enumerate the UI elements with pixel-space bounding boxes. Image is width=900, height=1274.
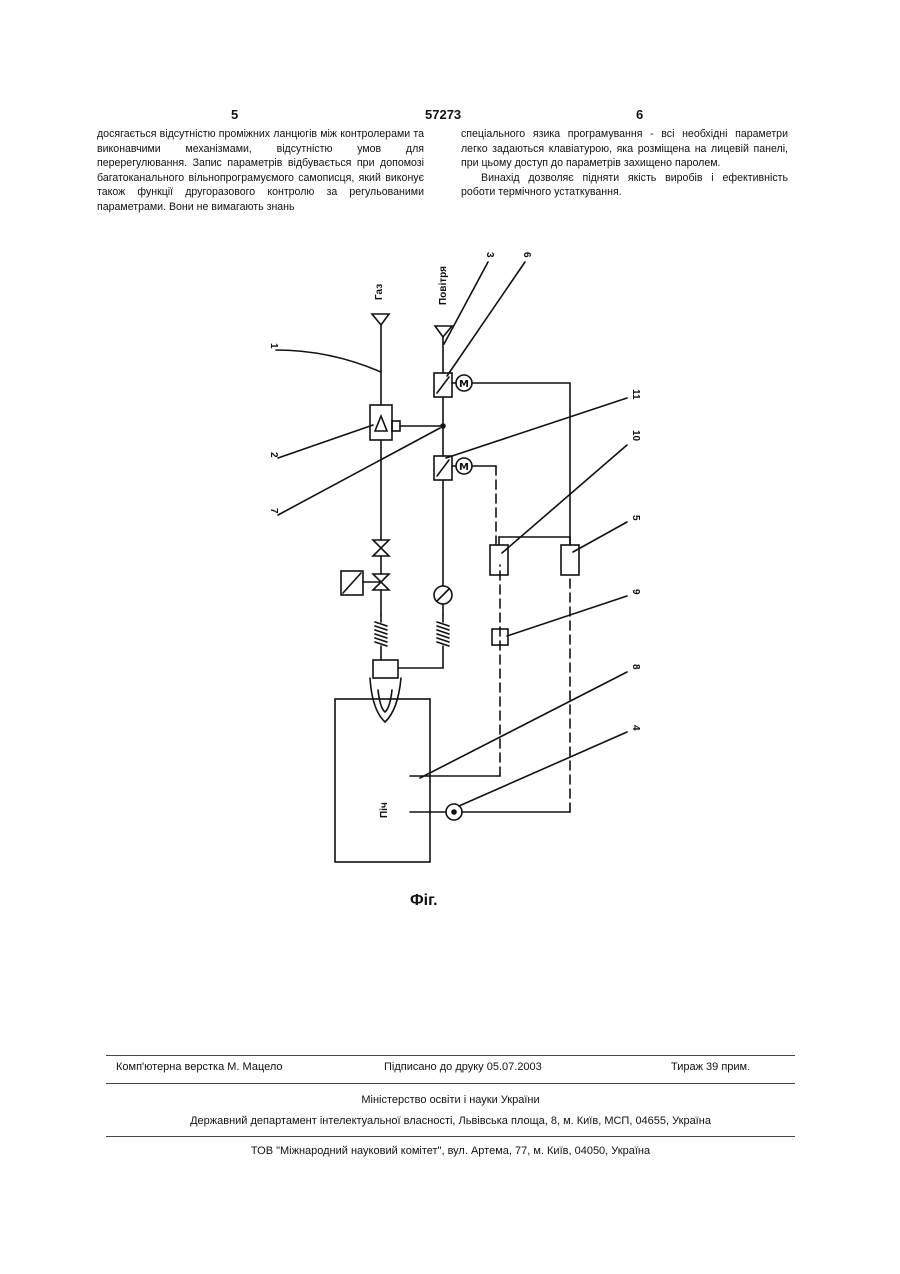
motor-1-letter: M bbox=[459, 379, 469, 390]
leader-5 bbox=[573, 522, 627, 552]
gas-regulator-box bbox=[370, 405, 392, 440]
schematic-diagram: M M Газ Повітря Піч 1 2 3 4 5 6 7 8 9 10… bbox=[0, 245, 900, 875]
imprint-rule-bottom bbox=[106, 1136, 795, 1137]
left-column: досягається відсутністю проміжних ланцюг… bbox=[97, 127, 424, 215]
ref-number-5: 5 bbox=[630, 515, 641, 521]
figure-caption: Фіг. bbox=[410, 892, 438, 910]
motor-2-letter: M bbox=[459, 462, 469, 473]
ref-number-11: 11 bbox=[630, 389, 641, 400]
ref-number-10: 10 bbox=[630, 430, 641, 442]
furnace-label: Піч bbox=[379, 802, 390, 818]
left-paragraph: досягається відсутністю проміжних ланцюг… bbox=[97, 127, 424, 215]
gas-label: Газ bbox=[374, 284, 385, 300]
page-number-left: 5 bbox=[231, 107, 238, 122]
flow-meter-diagonal bbox=[437, 589, 449, 601]
ref-number-2: 2 bbox=[268, 452, 279, 458]
burner-flame-inner bbox=[378, 690, 392, 712]
ref-number-7: 7 bbox=[268, 508, 279, 514]
leader-3 bbox=[444, 262, 488, 344]
ref-number-4: 4 bbox=[630, 725, 641, 731]
ref-number-3: 3 bbox=[484, 252, 495, 258]
leader-11 bbox=[446, 398, 627, 458]
imprint-ministry: Міністерство освіти і науки України bbox=[106, 1094, 795, 1106]
leader-4 bbox=[459, 732, 627, 806]
regulator-side-port bbox=[392, 421, 400, 431]
right-column: спеціального язика програмування - всі н… bbox=[461, 127, 788, 200]
sensor-4-dot bbox=[452, 810, 456, 814]
imprint-rule-middle bbox=[106, 1083, 795, 1084]
gas-valve-1 bbox=[373, 540, 389, 556]
ref-number-9: 9 bbox=[630, 589, 641, 595]
leader-2 bbox=[278, 425, 373, 458]
leader-7 bbox=[278, 428, 440, 515]
leader-6 bbox=[447, 262, 525, 376]
solenoid-diagonal bbox=[343, 573, 361, 593]
imprint-rule-top bbox=[106, 1055, 795, 1056]
imprint-run: Тираж 39 прим. bbox=[671, 1061, 750, 1073]
ref-number-1: 1 bbox=[268, 343, 279, 349]
damper-1-diagonal bbox=[437, 377, 449, 393]
ref-number-8: 8 bbox=[630, 664, 641, 670]
imprint-signed: Підписано до друку 05.07.2003 bbox=[384, 1061, 542, 1073]
leader-8 bbox=[420, 672, 627, 778]
burner-head bbox=[373, 660, 398, 678]
patent-number: 57273 bbox=[425, 107, 461, 122]
damper-2-diagonal bbox=[437, 460, 449, 476]
burner-flame bbox=[370, 678, 401, 722]
page-number-right: 6 bbox=[636, 107, 643, 122]
right-paragraph-2: Винахід дозволяє підняти якість виробів … bbox=[461, 171, 788, 200]
leader-9 bbox=[507, 596, 627, 636]
furnace bbox=[335, 699, 430, 862]
right-paragraph-1: спеціального язика програмування - всі н… bbox=[461, 127, 788, 171]
leader-1 bbox=[276, 350, 381, 372]
imprint-layout: Комп'ютерна верстка М. Мацело bbox=[116, 1061, 283, 1073]
gas-inlet-symbol bbox=[372, 314, 389, 325]
ref-number-6: 6 bbox=[521, 252, 532, 258]
imprint-printer: ТОВ "Міжнародний науковий комітет", вул.… bbox=[106, 1145, 795, 1157]
air-flex-hose bbox=[398, 615, 449, 668]
air-label: Повітря bbox=[438, 266, 449, 305]
gas-flex-hose bbox=[375, 615, 387, 660]
gas-regulator-triangle bbox=[375, 416, 387, 431]
imprint-department: Державний департамент інтелектуальної вл… bbox=[106, 1115, 795, 1127]
